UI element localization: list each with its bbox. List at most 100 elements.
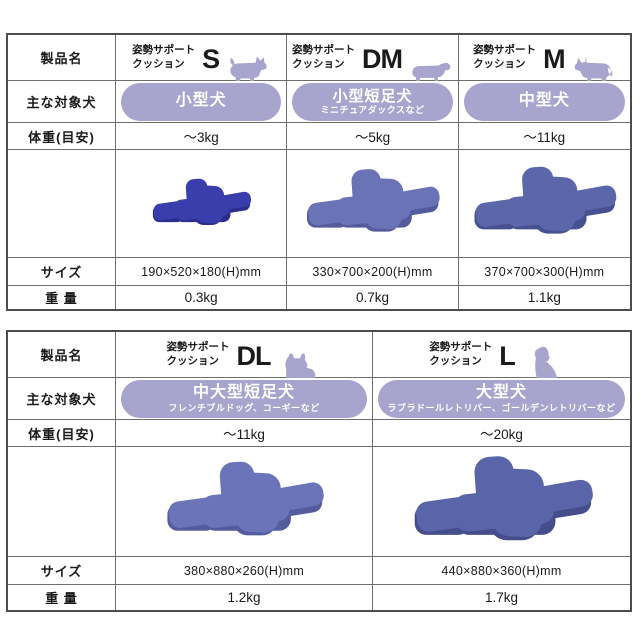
series-line1: 姿勢サポート xyxy=(429,340,493,353)
dachshund-icon xyxy=(412,62,451,85)
weight-value-l: 1.7kg xyxy=(373,585,630,610)
target-dog-cell-dm: 小型短足犬 ミニチュアダックスなど xyxy=(287,81,459,123)
target-dog-main: 大型犬 xyxy=(475,384,527,402)
corgi-icon xyxy=(574,56,612,87)
series-line1: 姿勢サポート xyxy=(473,43,537,56)
target-dog-cell-dl: 中大型短足犬 フレンチブルドッグ、コーギーなど xyxy=(116,378,373,420)
row-label-text: 重 量 xyxy=(45,591,78,606)
series-line1: 姿勢サポート xyxy=(291,43,355,56)
comparison-table-small-sizes: 製品名 姿勢サポート クッション S 姿勢サポート クッション DM 姿勢サポー… xyxy=(6,33,632,311)
target-dog-cell-s: 小型犬 xyxy=(116,81,288,123)
row-label-text: サイズ xyxy=(40,564,83,579)
target-dog-pill: 大型犬 ラブラドールレトリバー、ゴールデンレトリバーなど xyxy=(378,379,625,418)
value-text: ～5kg xyxy=(354,130,391,145)
size-value-s: 190×520×180(H)mm xyxy=(116,258,288,286)
value-text: 0.3kg xyxy=(184,290,218,305)
series-line1: 姿勢サポート xyxy=(166,340,230,353)
series-line2: クッション xyxy=(473,57,526,70)
value-text: 380×880×260(H)mm xyxy=(183,563,305,578)
value-text: ～11kg xyxy=(523,130,566,145)
target-dog-pill: 中型犬 xyxy=(463,82,625,121)
weight-guide-value-l: ～20kg xyxy=(373,420,630,447)
value-text: 330×700×200(H)mm xyxy=(312,264,433,279)
series-line2: クッション xyxy=(132,57,185,70)
cushion-photo-dm xyxy=(307,169,441,233)
product-header-dm: 姿勢サポート クッション DM xyxy=(287,35,459,85)
product-header-l: 姿勢サポート クッション L xyxy=(373,332,630,391)
cushion-photo-l xyxy=(414,455,593,540)
series-name: 姿勢サポート クッション xyxy=(167,341,230,368)
value-text: 190×520×180(H)mm xyxy=(141,264,262,279)
row-label-target-dog: 主な対象犬 xyxy=(8,81,116,123)
series-line2: クッション xyxy=(291,57,345,70)
row-label-target-dog: 主な対象犬 xyxy=(8,378,116,420)
series-line2: クッション xyxy=(429,354,482,367)
weight-guide-value-dm: ～5kg xyxy=(287,123,459,150)
value-text: ～20kg xyxy=(480,427,523,442)
target-dog-main: 中型犬 xyxy=(518,92,570,110)
row-label-product-name: 製品名 xyxy=(8,35,116,81)
row-label-weight: 重 量 xyxy=(8,585,116,610)
row-label-text: 体重(目安) xyxy=(28,129,95,145)
value-text: ～11kg xyxy=(223,427,265,442)
row-label-text: 体重(目安) xyxy=(28,426,95,442)
target-dog-main: 小型犬 xyxy=(175,92,227,110)
row-label-size: サイズ xyxy=(8,258,116,286)
series-name: 姿勢サポート クッション xyxy=(473,44,536,71)
target-dog-pill: 小型短足犬 ミニチュアダックスなど xyxy=(292,82,453,121)
model-badge-dm: DM xyxy=(361,44,403,74)
weight-value-dm: 0.7kg xyxy=(287,286,459,309)
row-label-size: サイズ xyxy=(8,557,116,585)
value-text: 1.7kg xyxy=(484,590,519,605)
row-label-weight-guide: 体重(目安) xyxy=(8,123,116,150)
value-text: 1.1kg xyxy=(527,290,561,305)
row-label-weight-guide: 体重(目安) xyxy=(8,420,116,447)
photo-cell-dm xyxy=(287,150,459,258)
size-value-dl: 380×880×260(H)mm xyxy=(116,557,373,585)
target-dog-sub: ミニチュアダックスなど xyxy=(320,104,425,115)
row-label-text: 重 量 xyxy=(45,291,78,306)
weight-guide-value-m: ～11kg xyxy=(458,123,630,150)
row-label-text: 主な対象犬 xyxy=(26,392,97,407)
product-header-s: 姿勢サポート クッション S xyxy=(116,35,288,87)
value-text: 1.2kg xyxy=(227,590,261,605)
series-name: 姿勢サポート クッション xyxy=(132,44,195,71)
size-value-m: 370×700×300(H)mm xyxy=(458,258,630,286)
row-label-text: 製品名 xyxy=(40,51,83,66)
photo-cell-m xyxy=(458,150,630,258)
row-label-product-name: 製品名 xyxy=(8,332,116,378)
series-name: 姿勢サポート クッション xyxy=(429,341,492,368)
series-line2: クッション xyxy=(166,354,220,367)
row-label-text: サイズ xyxy=(40,265,83,280)
weight-guide-value-s: ～3kg xyxy=(116,123,288,150)
target-dog-cell-m: 中型犬 xyxy=(458,81,630,123)
value-text: 370×700×300(H)mm xyxy=(484,264,605,279)
cushion-photo-dl xyxy=(167,461,324,536)
target-dog-pill: 中大型短足犬 フレンチブルドッグ、コーギーなど xyxy=(121,379,367,418)
model-badge-l: L xyxy=(499,341,515,371)
weight-value-m: 1.1kg xyxy=(458,286,630,309)
row-label-text: 製品名 xyxy=(40,348,83,363)
model-badge-dl: DL xyxy=(236,341,272,371)
size-value-dm: 330×700×200(H)mm xyxy=(287,258,459,286)
value-text: 440×880×360(H)mm xyxy=(441,563,562,578)
photo-cell-dl xyxy=(116,447,373,557)
target-dog-sub: フレンチブルドッグ、コーギーなど xyxy=(168,402,320,413)
photo-cell-s xyxy=(116,150,288,258)
model-badge-s: S xyxy=(202,44,220,74)
row-label-weight: 重 量 xyxy=(8,286,116,309)
weight-value-dl: 1.2kg xyxy=(116,585,373,610)
product-header-dl: 姿勢サポート クッション DL xyxy=(116,332,373,389)
cushion-photo-m xyxy=(474,167,617,234)
target-dog-sub: ラブラドールレトリバー、ゴールデンレトリバーなど xyxy=(387,402,616,413)
value-text: ～3kg xyxy=(183,130,219,145)
product-header-m: 姿勢サポート クッション M xyxy=(458,35,630,87)
model-badge-m: M xyxy=(543,44,565,74)
photo-cell-empty xyxy=(8,150,116,258)
chihuahua-icon xyxy=(230,56,267,87)
series-line1: 姿勢サポート xyxy=(132,43,196,56)
cushion-photo-s xyxy=(153,178,252,225)
row-label-text: 主な対象犬 xyxy=(26,95,97,110)
series-name: 姿勢サポート クッション xyxy=(292,44,355,71)
target-dog-main: 中大型短足犬 xyxy=(192,384,295,402)
